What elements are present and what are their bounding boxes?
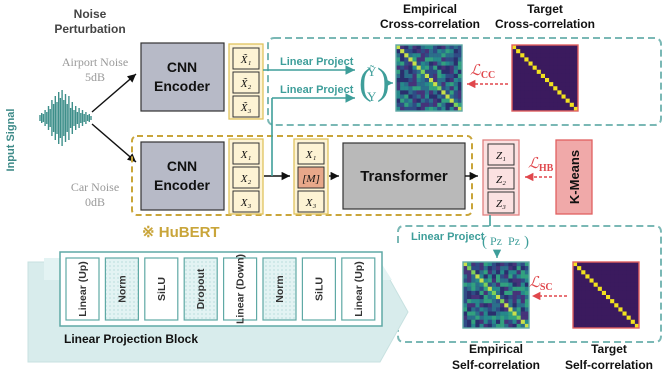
layer-label-4: Dropout — [195, 268, 207, 309]
masked-feature-cell-3 — [297, 190, 325, 213]
noisy-feature-cell-label-1: X̃₁ — [240, 53, 252, 66]
cnn-encoder-top-line1: CNN — [167, 59, 197, 75]
cnn-encoder-top-line2: Encoder — [154, 78, 211, 94]
proj-bracket-bottom-close: ) — [524, 234, 529, 250]
layer-label-8: Linear (Up) — [353, 261, 365, 316]
empirical-self-line2: Self-correlation — [452, 358, 540, 372]
layer-box-2 — [104, 257, 140, 321]
noise-title-line2: Perturbation — [54, 22, 125, 36]
airport-noise-db: 5dB — [85, 70, 105, 84]
proj-bracket-bottom: ( — [482, 234, 487, 250]
noise-title-line1: Noise — [74, 7, 107, 21]
layer-label-2: Norm — [116, 275, 128, 302]
arrow-to-top-encoder — [91, 73, 137, 113]
masked-feature-cell-label-2: [M] — [302, 173, 320, 185]
noisy-feature-cell-3 — [232, 95, 260, 118]
hubert-label: ※ HuBERT — [142, 224, 220, 241]
output-cell-1 — [487, 143, 515, 166]
target-cross-line1: Target — [527, 2, 563, 16]
layer-label-6: Norm — [274, 275, 286, 302]
output-cell-label-1: Z₁ — [496, 150, 506, 162]
noisy-feature-cell-2 — [232, 71, 260, 94]
kmeans-block — [555, 139, 593, 215]
hubert-loss: ℒHB — [528, 156, 554, 174]
cnn-encoder-bottom-line1: CNN — [167, 158, 197, 174]
layer-box-4 — [183, 257, 218, 321]
car-noise-label: Car Noise — [71, 180, 119, 194]
masked-feature-cell-2 — [297, 166, 325, 189]
noisy-feature-cell-1 — [232, 47, 260, 70]
linear-project-label-top2: Linear Project — [280, 84, 354, 96]
layer-box-6 — [262, 257, 297, 321]
projected-y: Y — [367, 89, 377, 104]
target-self-matrix — [572, 261, 640, 329]
output-cell-label-2: Z₂ — [496, 174, 506, 186]
clean-feature-cell-label-3: X₃ — [240, 197, 252, 209]
clean-feature-cell-label-2: X₂ — [240, 173, 252, 185]
layer-box-5 — [223, 257, 258, 321]
clean-feature-cell-3 — [232, 190, 260, 213]
output-cell-2 — [487, 167, 515, 190]
kmeans-label: K-Means — [567, 150, 582, 204]
noisy-feature-cell-label-2: X̃₂ — [240, 77, 252, 90]
projected-pz-2: Pz — [508, 234, 520, 248]
cnn-encoder-bottom — [140, 141, 225, 211]
car-noise-db: 0dB — [85, 195, 105, 209]
layer-box-3 — [144, 257, 179, 321]
masked-feature-cell-label-1: X₁ — [305, 149, 317, 161]
proj-bracket-top: ( — [359, 61, 372, 103]
layer-box-8 — [341, 257, 376, 321]
output-cell-label-3: Z₃ — [496, 198, 506, 210]
noisy-feature-cell-label-3: X̃₃ — [240, 101, 252, 114]
cross-correlation-box — [267, 37, 662, 126]
airport-noise-label: Airport Noise — [62, 55, 128, 69]
self-loss-sub: SC — [540, 282, 553, 293]
projected-y-tilde: Ỹ — [367, 64, 377, 79]
layer-label-7: SiLU — [313, 277, 325, 301]
linear-project-label-bottom: Linear Project — [411, 231, 485, 243]
empirical-cross-line1: Empirical — [403, 2, 457, 16]
layer-box-1 — [65, 257, 100, 321]
waveform-icon — [39, 90, 92, 146]
target-cross-line2: Cross-correlation — [495, 17, 595, 31]
layer-label-1: Linear (Up) — [77, 261, 89, 316]
target-self-line2: Self-correlation — [565, 358, 653, 372]
hubert-loss-sub: HB — [539, 163, 554, 174]
projection-block-title: Linear Projection Block — [64, 332, 198, 346]
target-self-line1: Target — [591, 342, 627, 356]
layer-box-7 — [301, 257, 336, 321]
empirical-self-matrix — [462, 261, 530, 329]
cross-loss-sub: CC — [481, 70, 495, 81]
clean-feature-cell-2 — [232, 166, 260, 189]
cnn-encoder-bottom-line2: Encoder — [154, 177, 211, 193]
linear-project-label-top1: Linear Project — [280, 56, 354, 68]
projected-pz-1: Pz — [490, 234, 502, 248]
output-cell-3 — [487, 191, 515, 214]
masked-feature-cell-label-3: X₃ — [305, 197, 317, 209]
transformer-block — [342, 142, 466, 210]
self-correlation-box — [397, 225, 662, 343]
self-loss: ℒSC — [529, 275, 553, 293]
empirical-cross-matrix — [395, 44, 463, 112]
proj-bracket-top-close: ) — [377, 61, 390, 103]
target-cross-matrix — [511, 44, 579, 112]
linear-projection-block: Linear (Up) Norm SiLU Dropout Linear (Down) N… — [27, 251, 409, 363]
empirical-self-line1: Empirical — [469, 342, 523, 356]
layer-label-5: Linear (Down) — [235, 254, 247, 324]
cross-loss: ℒCC — [470, 63, 495, 81]
layer-label-3: SiLU — [156, 277, 168, 301]
transformer-label: Transformer — [360, 168, 448, 185]
cnn-encoder-top — [140, 42, 225, 112]
input-signal-label: Input Signal — [5, 109, 17, 172]
clean-feature-cell-1 — [232, 142, 260, 165]
empirical-cross-line2: Cross-correlation — [380, 17, 480, 31]
clean-feature-cell-label-1: X₁ — [240, 149, 252, 161]
arrow-to-bottom-encoder — [91, 123, 137, 163]
masked-feature-cell-1 — [297, 142, 325, 165]
